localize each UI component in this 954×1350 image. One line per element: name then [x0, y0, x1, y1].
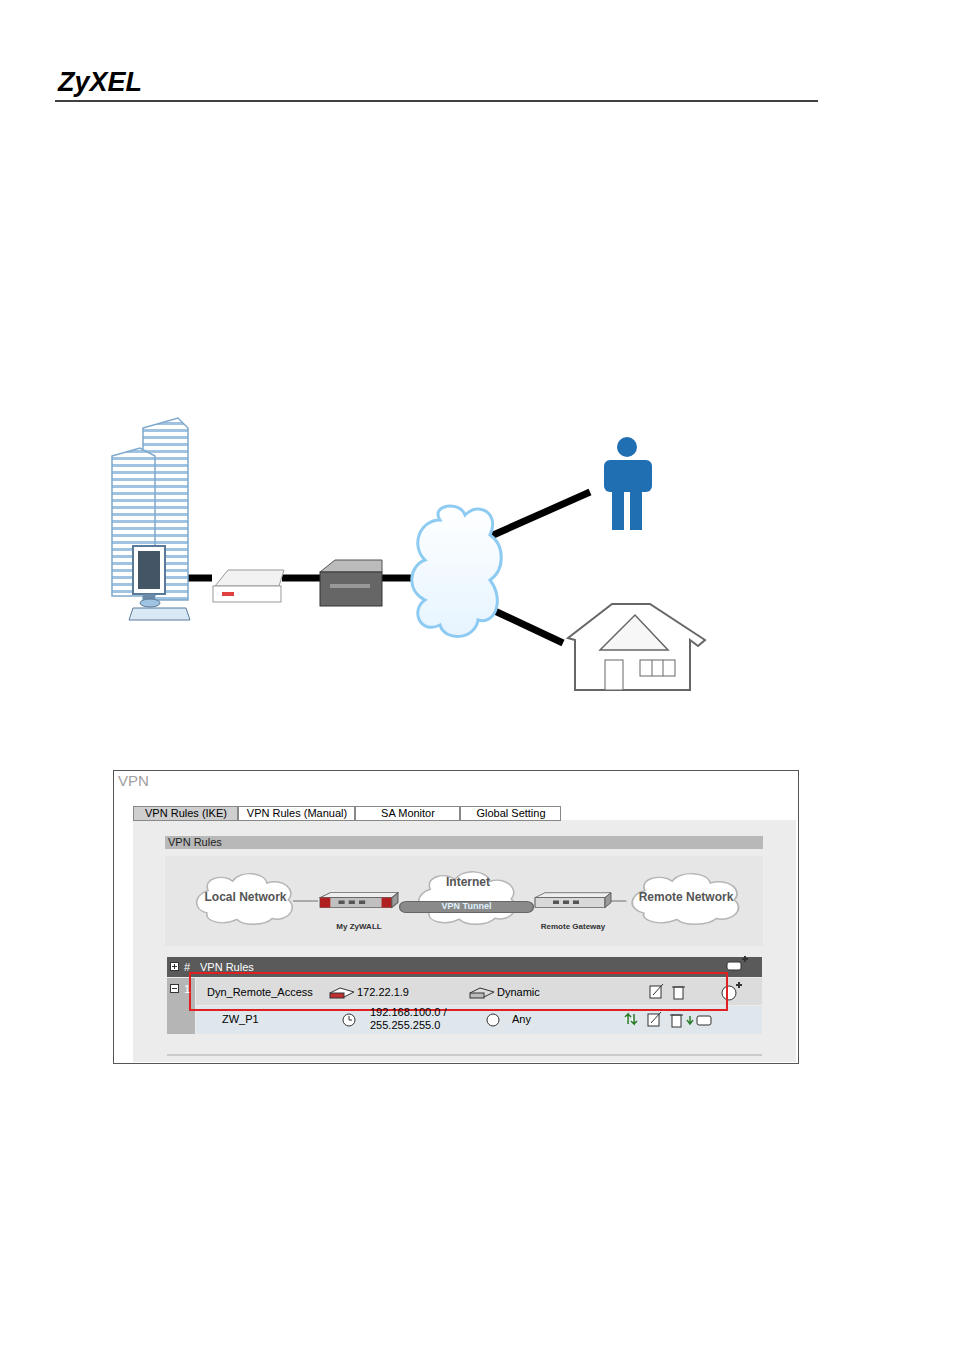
home-office [568, 604, 705, 690]
office-building [112, 418, 190, 620]
internet-cloud: Internet [414, 868, 522, 926]
local-gateway: 172.22.1.9 [357, 986, 409, 999]
rule-row [196, 978, 762, 1005]
table-bottom-rule [167, 1055, 762, 1056]
remote-user [604, 437, 652, 530]
modem-device [320, 560, 382, 606]
router-device [213, 570, 284, 602]
rule-name: Dyn_Remote_Access [207, 986, 313, 999]
tab-label: SA Monitor [357, 807, 459, 820]
local-address: 192.168.100.0 / 255.255.255.0 [370, 1006, 466, 1032]
node-label: Remote Network [639, 891, 734, 904]
remote-network-cloud: Remote Network [627, 870, 746, 926]
tab-label: Global Setting [462, 807, 560, 820]
remote-gateway-node: Remote Gateway [533, 892, 613, 932]
column-header: # [184, 961, 190, 974]
expand-boxes [171, 963, 179, 993]
remote-address: Any [512, 1013, 531, 1026]
gateway-device [533, 892, 613, 916]
vpn-tunnel-band: VPN Tunnel [399, 901, 534, 913]
node-label: Remote Gateway [541, 923, 605, 932]
node-label: Internet [446, 876, 490, 889]
internet-cloud [412, 506, 501, 637]
network-wires [163, 492, 590, 643]
tabs [134, 807, 561, 821]
node-label: Local Network [204, 891, 286, 904]
tab-panel [133, 820, 796, 1062]
section-title: VPN Rules [168, 836, 222, 849]
remote-gateway: Dynamic [497, 986, 540, 999]
gateway-device [318, 892, 400, 916]
column-header: VPN Rules [200, 961, 254, 974]
tab-label: VPN Rules (IKE) [135, 807, 237, 820]
local-network-cloud: Local Network [192, 870, 299, 926]
node-label: My ZyWALL [336, 923, 381, 932]
rule-number: 1 [184, 983, 190, 996]
header-rule [55, 100, 818, 102]
tab-label: VPN Rules (Manual) [240, 807, 354, 820]
screenshot-frame [114, 771, 799, 1064]
node-label: VPN Tunnel [442, 902, 492, 912]
page-title: VPN [118, 772, 149, 790]
topology-ground [165, 856, 763, 946]
local-gateway-node: My ZyWALL [318, 892, 400, 932]
highlight-box [190, 973, 727, 1010]
brand-logo: ZyXEL [58, 66, 142, 98]
link-line [293, 900, 318, 902]
section-header-bar [165, 836, 763, 849]
policy-name: ZW_P1 [222, 1013, 259, 1026]
